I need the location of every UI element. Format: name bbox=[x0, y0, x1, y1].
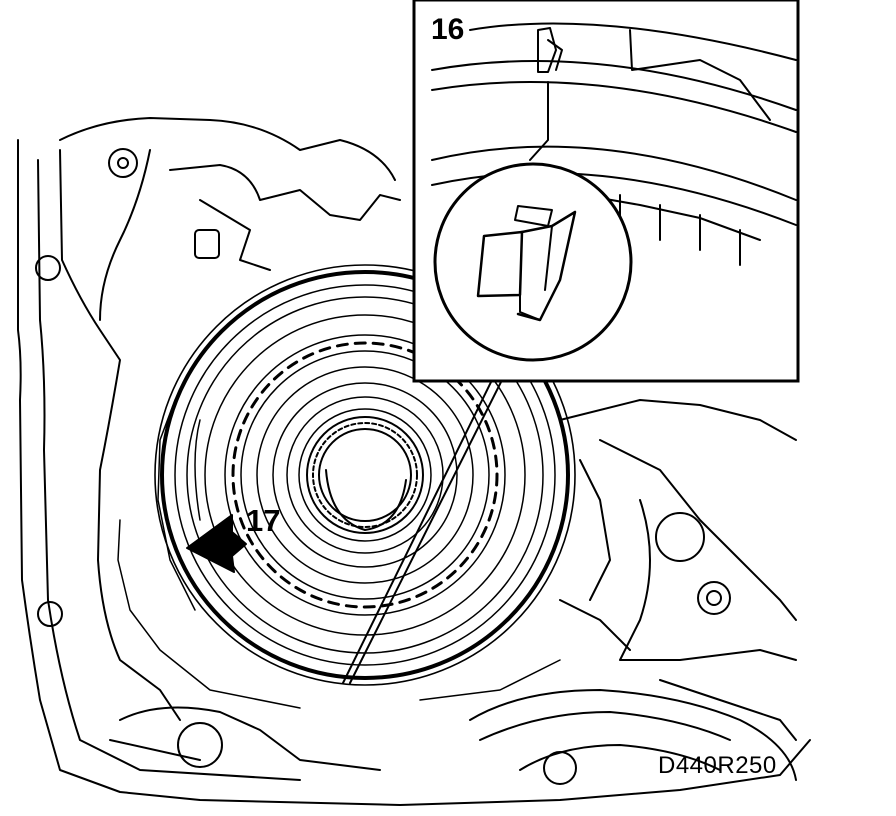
pointer-arrow-17 bbox=[186, 514, 247, 573]
detail-magnifier bbox=[433, 162, 633, 362]
housing-casing bbox=[17, 117, 811, 806]
inset-leader-lines bbox=[342, 379, 503, 684]
callout-label-17: 17 bbox=[246, 503, 281, 538]
figure-reference-code: D440R250 bbox=[658, 752, 777, 779]
center-needle-bearing bbox=[306, 416, 424, 534]
callout-label-16: 16 bbox=[431, 13, 465, 46]
spline-ring bbox=[231, 341, 499, 609]
inset-detail-box bbox=[412, 0, 800, 383]
housing-bolt-holes bbox=[35, 148, 731, 785]
